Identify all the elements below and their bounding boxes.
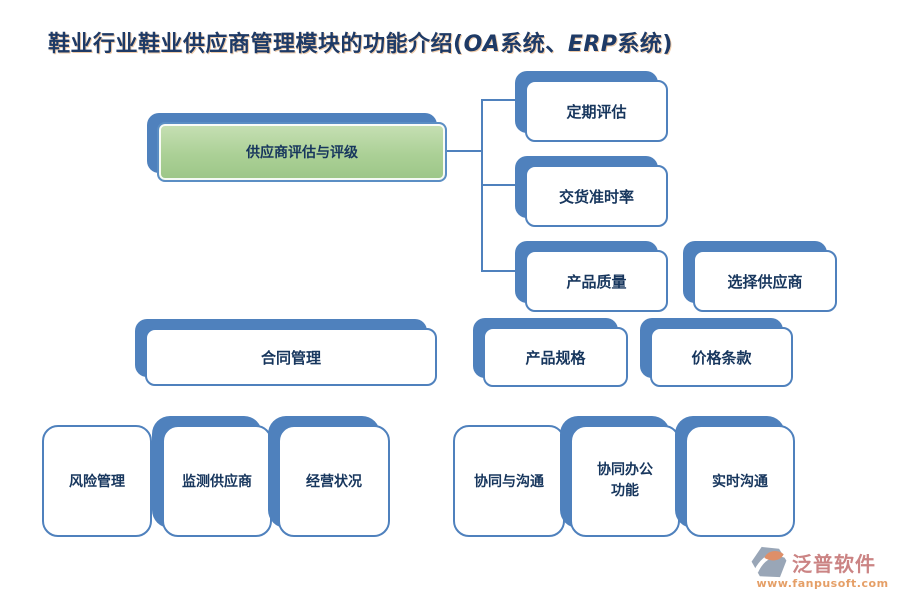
node-supplier-evaluation: 供应商评估与评级 <box>147 113 447 182</box>
title-mid: 系统、 <box>500 32 568 57</box>
node-realtime-communication: 实时沟通 <box>675 416 795 537</box>
node-on-time-delivery-rate: 交货准时率 <box>515 156 668 227</box>
fanpu-logo: 泛普软件 www.fanpusoft.com <box>750 546 895 590</box>
connector-root-stub <box>447 150 482 152</box>
node-monitor-suppliers: 监测供应商 <box>152 416 272 537</box>
node-label: 监测供应商 <box>162 425 272 537</box>
title-erp: ERP <box>567 32 618 57</box>
title-suffix: 系统) <box>617 32 673 57</box>
connector-stub-product-quality <box>481 270 518 272</box>
node-label: 供应商评估与评级 <box>157 122 447 182</box>
connector-stub-periodic-evaluation <box>481 99 518 101</box>
node-label: 价格条款 <box>650 327 793 387</box>
node-label: 选择供应商 <box>693 250 837 312</box>
node-product-quality: 产品质量 <box>515 241 668 312</box>
node-label: 风险管理 <box>42 425 152 537</box>
node-label: 协同办公 功能 <box>570 425 680 537</box>
logo-name: 泛普软件 <box>792 552 876 576</box>
logo-url: www.fanpusoft.com <box>756 577 889 590</box>
node-label: 定期评估 <box>525 80 668 142</box>
node-product-specs: 产品规格 <box>473 318 628 387</box>
node-label: 协同与沟通 <box>453 425 565 537</box>
node-label: 经营状况 <box>278 425 390 537</box>
title-prefix: 鞋业行业鞋业供应商管理模块的功能介绍( <box>48 32 464 57</box>
fanpu-logo-icon <box>751 546 787 578</box>
node-label: 合同管理 <box>145 328 437 386</box>
node-label: 产品质量 <box>525 250 668 312</box>
title-oa: OA <box>463 32 501 57</box>
node-periodic-evaluation: 定期评估 <box>515 71 668 142</box>
page-title: 鞋业行业鞋业供应商管理模块的功能介绍(OA系统、ERP系统) <box>48 26 868 58</box>
node-operating-status: 经营状况 <box>268 416 390 537</box>
node-collaborative-office: 协同办公 功能 <box>560 416 680 537</box>
node-price-terms: 价格条款 <box>640 318 793 387</box>
node-risk-management: 风险管理 <box>42 425 152 537</box>
node-select-supplier: 选择供应商 <box>683 241 837 312</box>
node-label: 产品规格 <box>483 327 628 387</box>
node-contract-management: 合同管理 <box>135 319 437 386</box>
node-collaboration-communication: 协同与沟通 <box>453 425 565 537</box>
connector-stub-on-time-delivery <box>481 184 518 186</box>
node-label: 实时沟通 <box>685 425 795 537</box>
node-label: 交货准时率 <box>525 165 668 227</box>
